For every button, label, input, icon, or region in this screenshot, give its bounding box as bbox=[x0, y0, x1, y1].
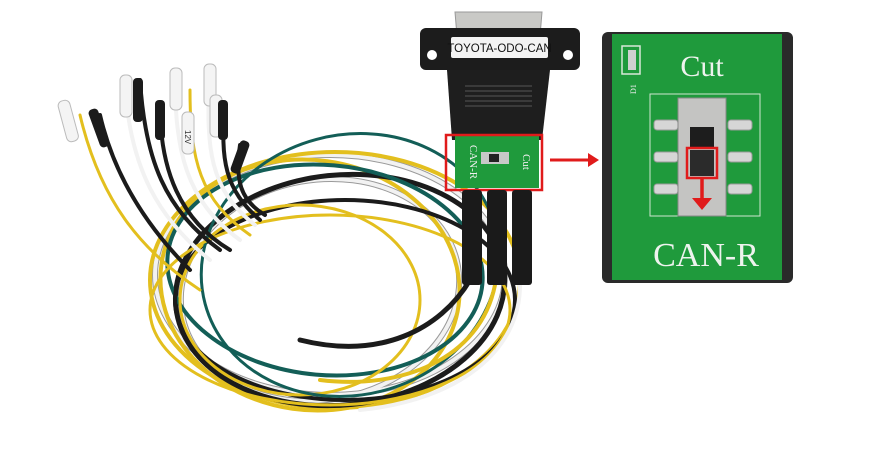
db-connector: TOYOTA-ODO-CAN CAN-R Cut bbox=[420, 11, 580, 285]
wire-tag-12v: 12V bbox=[183, 130, 192, 145]
wire-tips: 12V bbox=[57, 63, 267, 292]
pcb-label-cut-small: Cut bbox=[520, 154, 532, 170]
pcb-designator: D1 bbox=[629, 84, 638, 94]
switch-closeup: D1 Cut CAN-R bbox=[602, 32, 793, 283]
pcb-label-can-r: CAN-R bbox=[653, 237, 759, 274]
connector-label: TOYOTA-ODO-CAN bbox=[447, 43, 551, 55]
callout-arrow bbox=[550, 153, 599, 167]
pcb-label-cut: Cut bbox=[680, 50, 724, 83]
pcb-label-can-r-small: CAN-R bbox=[467, 145, 479, 180]
